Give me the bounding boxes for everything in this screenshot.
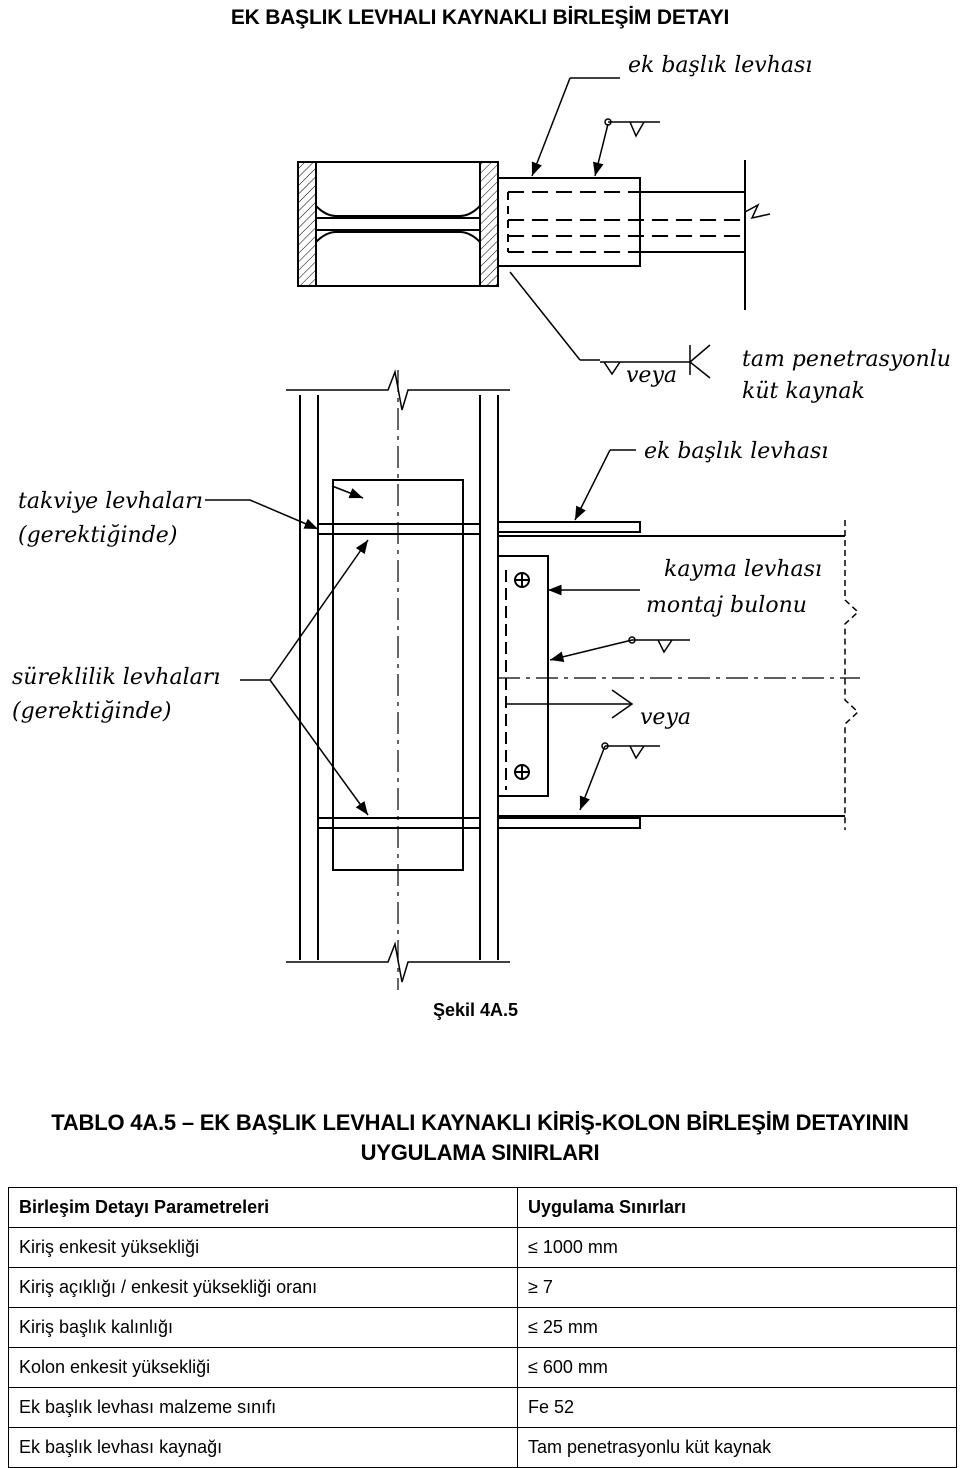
label-takviye-1: takviye levhaları xyxy=(18,489,203,514)
table-row: Kiriş başlık kalınlığı ≤ 25 mm xyxy=(8,1307,957,1348)
row-parameter: Kiriş başlık kalınlığı xyxy=(8,1307,518,1348)
plan-view xyxy=(297,77,771,379)
row-limit: ≥ 7 xyxy=(517,1267,957,1308)
row-parameter: Kolon enkesit yüksekliği xyxy=(8,1347,518,1388)
figure-caption: Şekil 4A.5 xyxy=(433,1000,519,1020)
row-parameter: Ek başlık levhası malzeme sınıfı xyxy=(8,1387,518,1428)
table-row: Kolon enkesit yüksekliği ≤ 600 mm xyxy=(8,1347,957,1388)
table-title-line-1: TABLO 4A.5 – EK BAŞLIK LEVHALI KAYNAKLI … xyxy=(51,1110,909,1135)
label-sureklilik-2: (gerektiğinde) xyxy=(12,699,171,724)
header-limits: Uygulama Sınırları xyxy=(517,1187,957,1228)
label-montaj: montaj bulonu xyxy=(646,593,807,618)
row-parameter: Kiriş açıklığı / enkesit yüksekliği oran… xyxy=(8,1267,518,1308)
page-title: EK BAŞLIK LEVHALI KAYNAKLI BİRLEŞİM DETA… xyxy=(230,6,730,29)
label-kayma: kayma levhası xyxy=(664,557,822,582)
table-row: Kiriş açıklığı / enkesit yüksekliği oran… xyxy=(8,1267,957,1308)
row-limit: ≤ 25 mm xyxy=(517,1307,957,1348)
table-header-row: Birleşim Detayı Parametreleri Uygulama S… xyxy=(8,1187,957,1228)
table-row: Ek başlık levhası malzeme sınıfı Fe 52 xyxy=(8,1387,957,1428)
application-limits-table: Birleşim Detayı Parametreleri Uygulama S… xyxy=(8,1187,957,1468)
label-ek-baslik-mid: ek başlık levhası xyxy=(644,439,828,464)
connection-detail-drawing: ek başlık levhası veya tam penetrasyonlu… xyxy=(12,53,951,990)
table-title: TABLO 4A.5 – EK BAŞLIK LEVHALI KAYNAKLI … xyxy=(10,1108,950,1168)
row-limit: ≤ 1000 mm xyxy=(517,1227,957,1268)
label-tam-penetrasyon-1: tam penetrasyonlu xyxy=(742,347,951,372)
table-row: Ek başlık levhası kaynağı Tam penetrasyo… xyxy=(8,1427,957,1468)
table-row: Kiriş enkesit yüksekliği ≤ 1000 mm xyxy=(8,1227,957,1268)
row-parameter: Ek başlık levhası kaynağı xyxy=(8,1427,518,1468)
label-takviye-2: (gerektiğinde) xyxy=(18,523,177,548)
table-title-line-2: UYGULAMA SINIRLARI xyxy=(360,1140,600,1165)
row-limit: Fe 52 xyxy=(517,1387,957,1428)
row-limit: ≤ 600 mm xyxy=(517,1347,957,1388)
label-sureklilik-1: süreklilik levhaları xyxy=(12,665,220,690)
label-tam-penetrasyon-2: küt kaynak xyxy=(742,379,865,404)
header-parameters: Birleşim Detayı Parametreleri xyxy=(8,1187,518,1228)
row-parameter: Kiriş enkesit yüksekliği xyxy=(8,1227,518,1268)
label-veya-mid: veya xyxy=(640,705,691,730)
elevation-view xyxy=(205,369,860,990)
row-limit: Tam penetrasyonlu küt kaynak xyxy=(517,1427,957,1468)
label-veya-top: veya xyxy=(626,363,677,388)
label-ek-baslik-top: ek başlık levhası xyxy=(628,53,812,78)
